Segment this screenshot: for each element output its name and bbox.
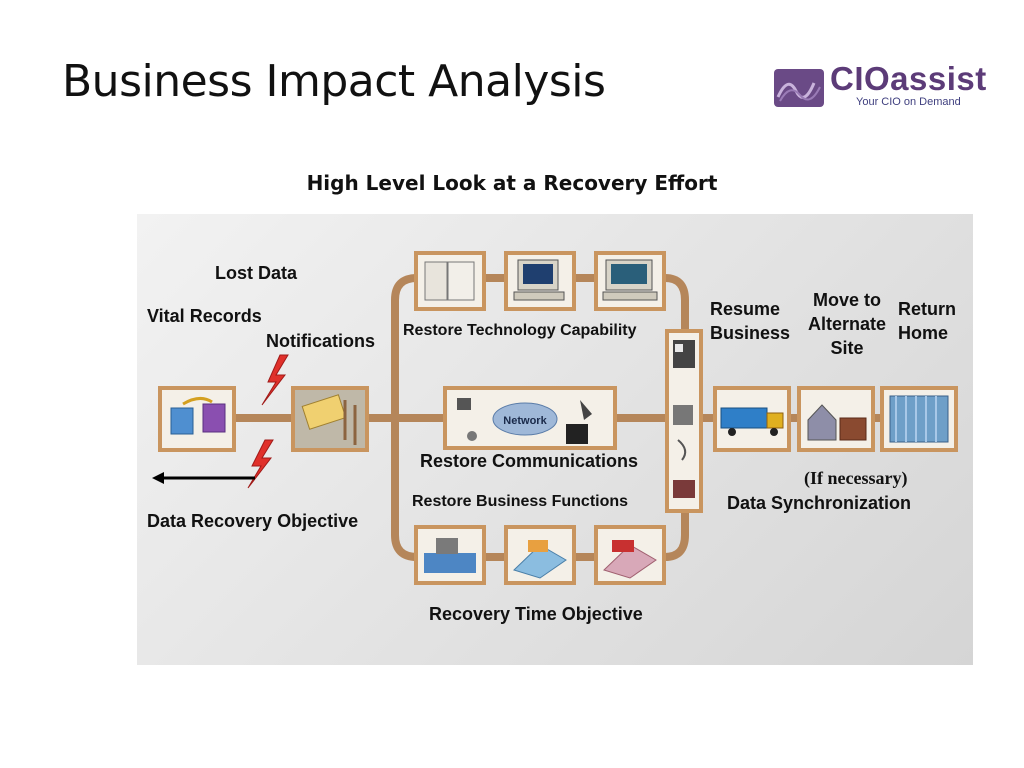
office-workspace-icon — [594, 525, 666, 585]
notifications-label: Notifications — [266, 331, 376, 351]
vital-records-label: Vital Records — [147, 306, 262, 326]
logo-mark-icon — [774, 69, 824, 107]
delivery-truck-icon — [713, 386, 791, 452]
desktop-computer-icon — [504, 251, 576, 311]
headquarters-building-icon — [880, 386, 958, 452]
restore-technology-label: Restore Technology Capability — [403, 322, 637, 339]
logo-brand: CIOassist — [830, 60, 987, 97]
cioassist-logo: CIOassist Your CIO on Demand — [774, 60, 996, 110]
integration-tower-icon — [665, 329, 703, 513]
move-to-alternate-site-label: Move to Alternate Site — [807, 290, 887, 358]
office-desk-icon — [414, 525, 486, 585]
if-necessary-label: (If necessary) — [804, 468, 908, 488]
left-arrow-icon — [152, 472, 255, 484]
data-recovery-objective-label: Data Recovery Objective — [147, 511, 359, 531]
workstation-icon — [594, 251, 666, 311]
resume-business-label: Resume Business — [710, 299, 791, 343]
recovery-time-objective-label: Recovery Time Objective — [429, 604, 643, 624]
network-communications-icon: Network — [443, 386, 617, 450]
return-home-label: Return Home — [898, 299, 956, 343]
data-synchronization-label: Data Synchronization — [727, 493, 912, 513]
diagram-subtitle: High Level Look at a Recovery Effort — [306, 171, 718, 195]
notification-card-icon — [291, 386, 369, 452]
office-cubicle-icon — [504, 525, 576, 585]
logo-tagline: Your CIO on Demand — [856, 96, 961, 108]
lightning-bolt-icon — [247, 354, 289, 489]
restore-business-functions-label: Restore Business Functions — [412, 493, 629, 510]
alternate-site-building-icon — [797, 386, 875, 452]
lost-data-files-icon — [158, 386, 236, 452]
restore-communications-label: Restore Communications — [420, 451, 639, 471]
slide-title: Business Impact Analysis — [62, 56, 606, 107]
lost-data-label: Lost Data — [215, 263, 298, 283]
server-rack-icon — [414, 251, 486, 311]
network-label: Network — [503, 415, 547, 427]
